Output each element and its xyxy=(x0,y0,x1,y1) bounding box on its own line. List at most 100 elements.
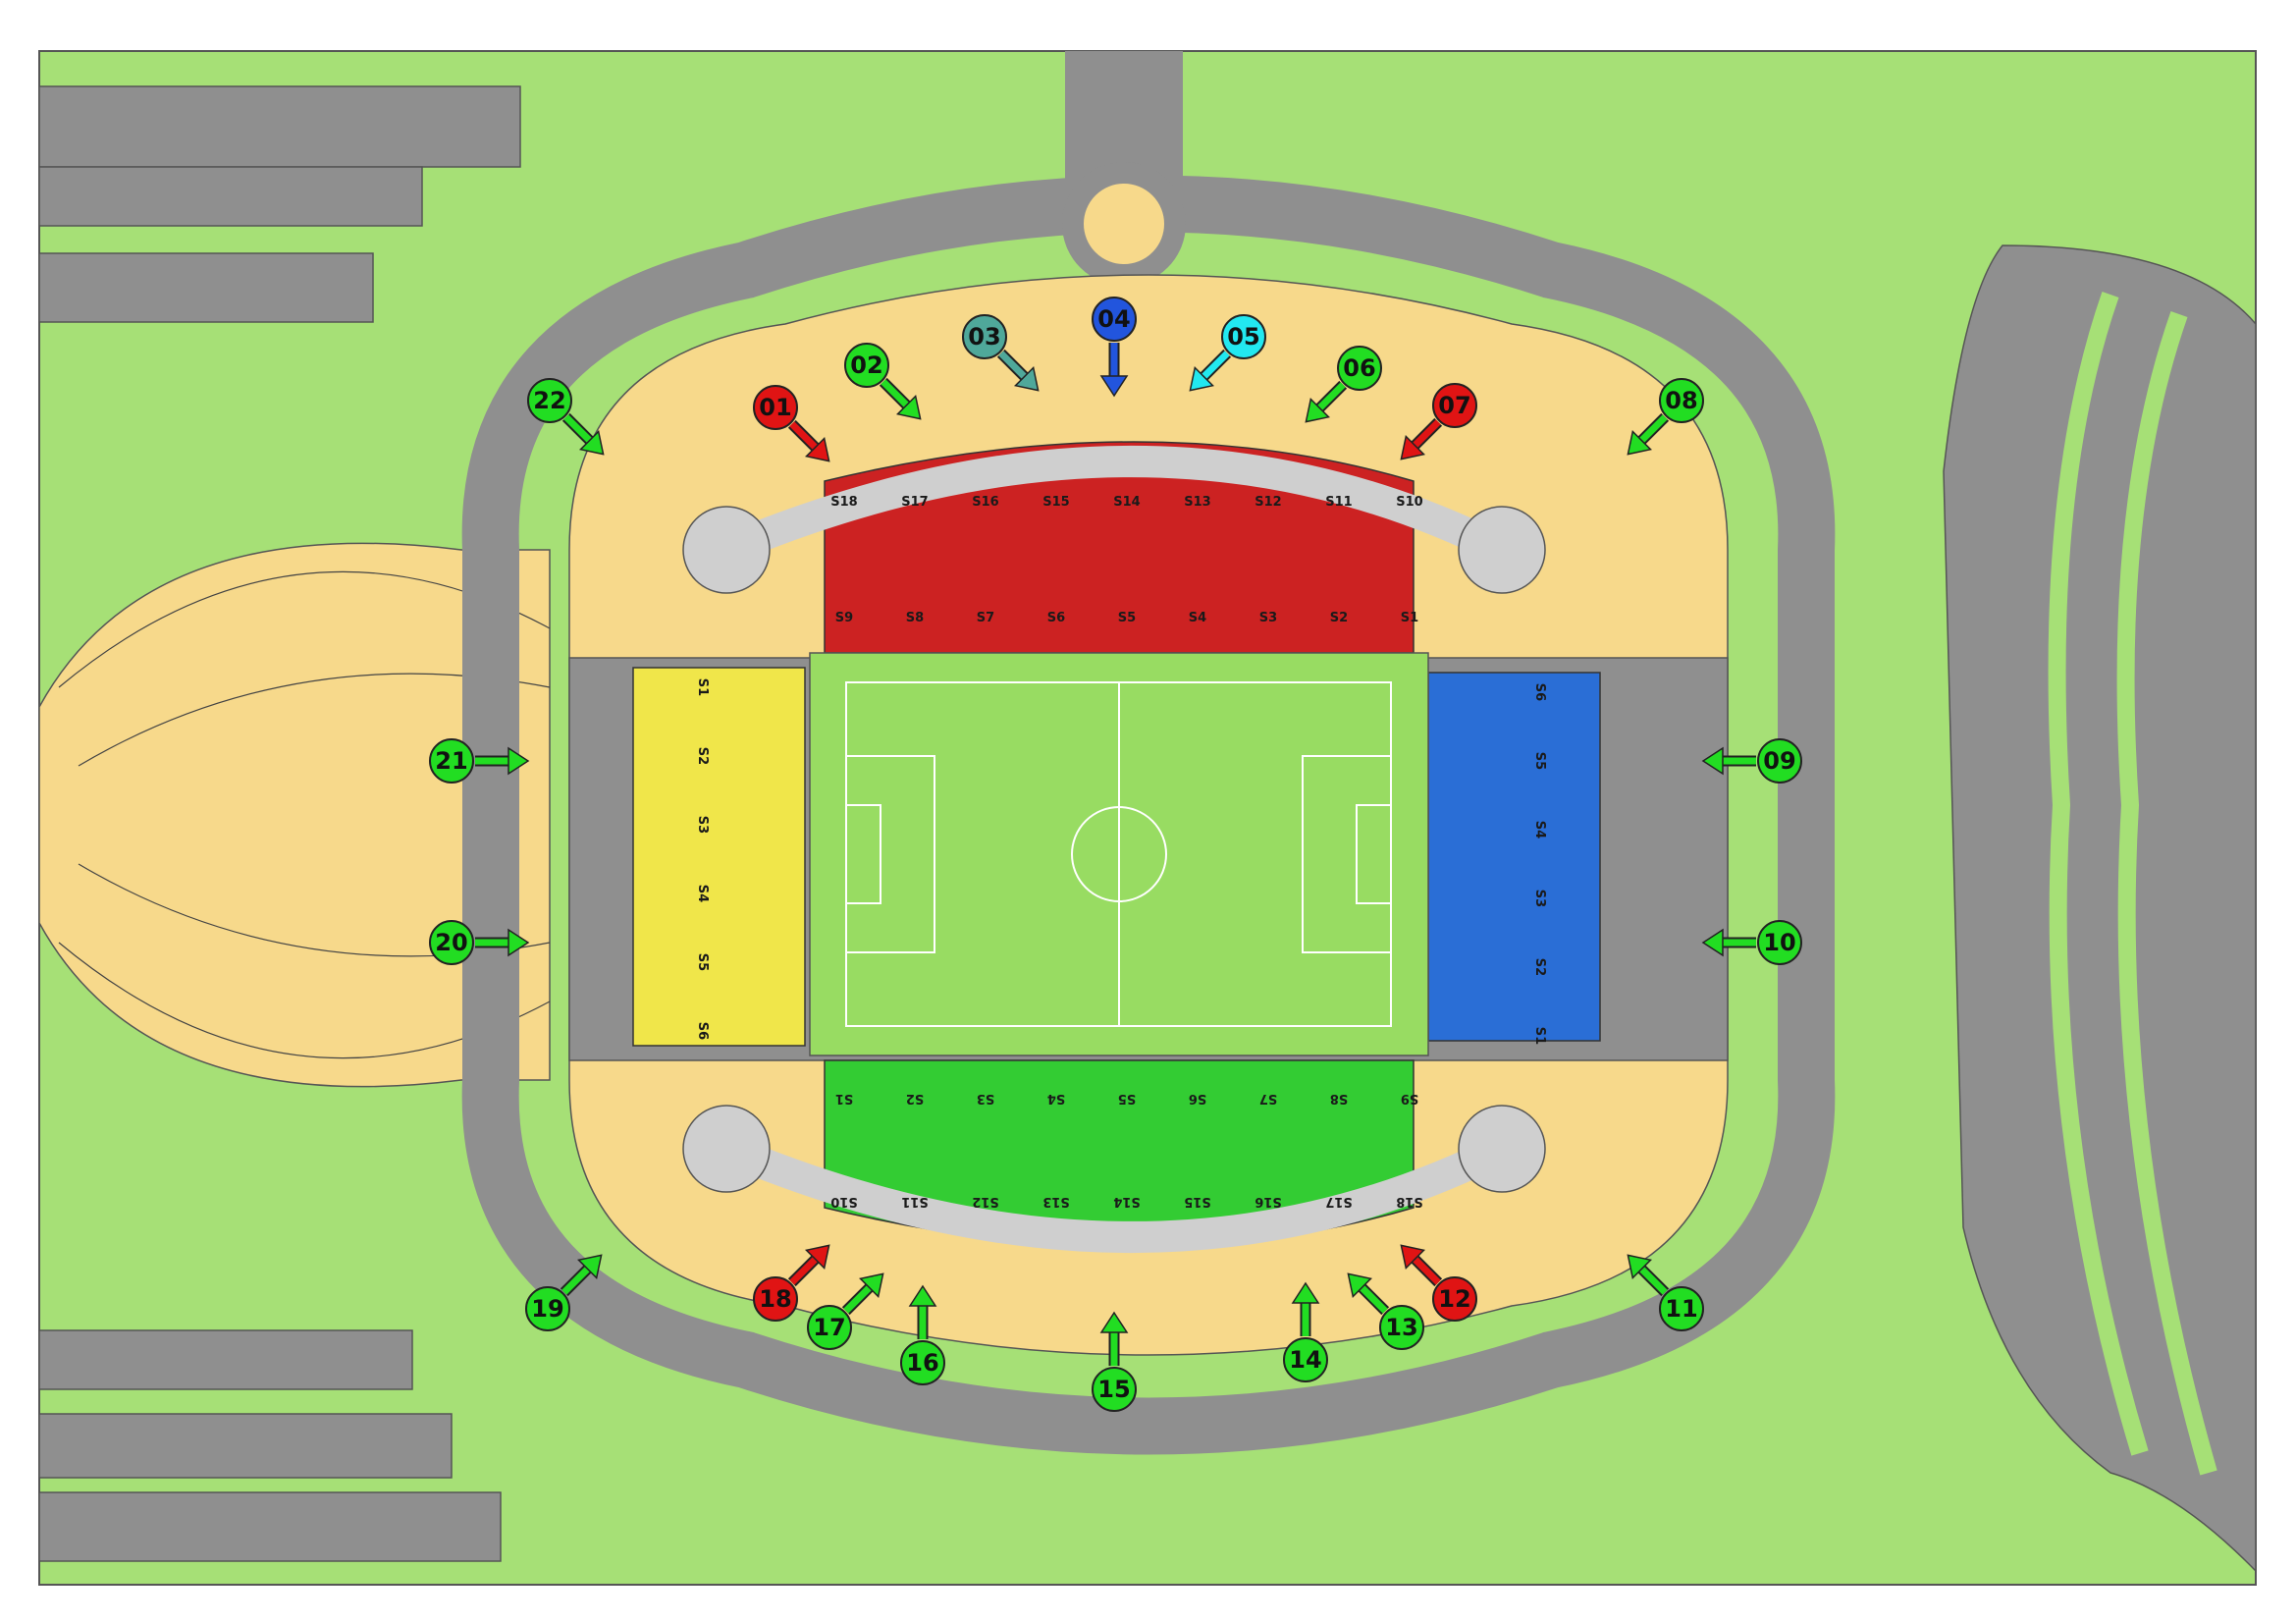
gate-label: 06 xyxy=(1343,354,1375,382)
section-label-east: S4 xyxy=(1532,821,1547,839)
gate-arrow-shaft xyxy=(1636,1264,1668,1295)
gate-badge xyxy=(1337,346,1382,391)
gate-20[interactable]: 20 xyxy=(429,920,530,965)
section-label-north-lower: S2 xyxy=(1330,611,1348,625)
gate-badge xyxy=(753,385,798,430)
gate-arrow-icon xyxy=(1627,1254,1653,1280)
gate-21[interactable]: 21 xyxy=(429,738,530,784)
gate-arrow-icon xyxy=(1400,1244,1426,1271)
north-roundabout xyxy=(1062,162,1186,286)
gate-13[interactable]: 13 xyxy=(1347,1272,1424,1350)
gate-08[interactable]: 08 xyxy=(1627,378,1704,456)
section-label-south-lower: S14 xyxy=(1113,1194,1140,1209)
section-label-south-upper: S1 xyxy=(835,1091,853,1106)
section-label-north-upper: S18 xyxy=(830,495,857,510)
gate-07[interactable]: 07 xyxy=(1400,383,1477,460)
gate-18[interactable]: 18 xyxy=(753,1244,830,1322)
section-label-south-lower: S17 xyxy=(1325,1194,1352,1209)
gate-arrow-shaft xyxy=(1199,351,1230,382)
gate-arrow-shaft xyxy=(881,379,912,410)
gate-badge xyxy=(1379,1305,1424,1350)
gate-arrow-shaft xyxy=(843,1282,875,1314)
gate-arrow-icon xyxy=(1189,365,1215,392)
gate-16[interactable]: 16 xyxy=(900,1284,945,1385)
gate-badge xyxy=(1092,297,1137,342)
gate-06[interactable]: 06 xyxy=(1305,346,1382,423)
gate-arrow-icon xyxy=(1291,1281,1320,1304)
gate-arrow-icon xyxy=(1099,1311,1129,1333)
gate-10[interactable]: 10 xyxy=(1701,920,1802,965)
gate-arrow-shaft xyxy=(1636,414,1668,446)
gate-02[interactable]: 02 xyxy=(844,343,922,420)
gate-arrow-icon xyxy=(1013,365,1040,392)
section-label-south-lower: S11 xyxy=(901,1194,928,1209)
section-label-north-lower: S8 xyxy=(906,611,924,625)
gate-badge xyxy=(429,920,474,965)
gate-17[interactable]: 17 xyxy=(807,1272,884,1350)
gate-arrow-shaft xyxy=(1410,1254,1441,1285)
south-walkway xyxy=(720,1134,1510,1253)
section-label-west: S4 xyxy=(695,885,710,902)
section-label-north-upper: S11 xyxy=(1325,495,1352,510)
gate-arrow-icon xyxy=(507,928,530,957)
gate-12[interactable]: 12 xyxy=(1400,1244,1477,1322)
gate-19[interactable]: 19 xyxy=(525,1254,603,1331)
section-label-south-upper: S7 xyxy=(1259,1091,1277,1106)
gate-label: 15 xyxy=(1097,1376,1130,1403)
section-label-north-lower: S5 xyxy=(1118,611,1136,625)
gate-label: 03 xyxy=(968,323,1000,351)
gate-arrow-shaft xyxy=(789,421,821,453)
section-label-south-lower: S13 xyxy=(1042,1194,1069,1209)
gate-badge xyxy=(1432,383,1477,428)
gate-arrow-icon xyxy=(895,394,922,420)
gate-15[interactable]: 15 xyxy=(1092,1311,1137,1412)
section-label-south-upper: S4 xyxy=(1047,1091,1065,1106)
gate-label: 16 xyxy=(906,1349,938,1377)
section-label-north-upper: S15 xyxy=(1042,495,1069,510)
gate-badge xyxy=(1757,738,1802,784)
parking-west xyxy=(38,85,521,1562)
section-label-north-upper: S16 xyxy=(972,495,998,510)
stand-west xyxy=(632,667,806,1047)
gate-label: 10 xyxy=(1763,929,1795,956)
gate-09[interactable]: 09 xyxy=(1701,738,1802,784)
gate-22[interactable]: 22 xyxy=(527,378,605,456)
gate-badge xyxy=(1092,1367,1137,1412)
section-label-east: S6 xyxy=(1532,683,1547,701)
gate-14[interactable]: 14 xyxy=(1283,1281,1328,1382)
section-label-south-lower: S18 xyxy=(1396,1194,1422,1209)
gate-label: 02 xyxy=(850,352,882,379)
gate-arrow-shaft xyxy=(563,414,595,446)
gate-badge xyxy=(429,738,474,784)
section-label-west: S5 xyxy=(695,953,710,971)
gate-arrow-shaft xyxy=(1357,1282,1388,1314)
section-label-north-upper: S13 xyxy=(1184,495,1210,510)
gate-label: 11 xyxy=(1665,1295,1697,1323)
section-label-north-upper: S14 xyxy=(1113,495,1140,510)
section-label-north-lower: S1 xyxy=(1401,611,1418,625)
stand-east xyxy=(1427,672,1601,1042)
stand-north xyxy=(824,441,1415,654)
parking-east-islands xyxy=(2048,292,2217,1476)
gate-arrow-shaft xyxy=(1314,382,1346,413)
gate-03[interactable]: 03 xyxy=(962,314,1040,392)
gate-arrow-icon xyxy=(1400,434,1426,460)
gate-arrow-icon xyxy=(908,1284,937,1307)
north-walkway xyxy=(720,446,1510,565)
section-label-west: S2 xyxy=(695,747,710,765)
pitch xyxy=(809,652,1429,1056)
gate-04[interactable]: 04 xyxy=(1092,297,1137,398)
gate-badge xyxy=(844,343,889,388)
section-label-south-upper: S6 xyxy=(1189,1091,1206,1106)
gate-arrow-icon xyxy=(1627,429,1653,456)
gate-11[interactable]: 11 xyxy=(1627,1254,1704,1331)
gate-arrow-icon xyxy=(858,1272,884,1299)
ring-road xyxy=(461,175,1836,1455)
section-label-east: S3 xyxy=(1532,890,1547,907)
gate-badge xyxy=(900,1340,945,1385)
gate-01[interactable]: 01 xyxy=(753,385,830,462)
gate-05[interactable]: 05 xyxy=(1189,314,1266,392)
section-label-west: S6 xyxy=(695,1022,710,1040)
